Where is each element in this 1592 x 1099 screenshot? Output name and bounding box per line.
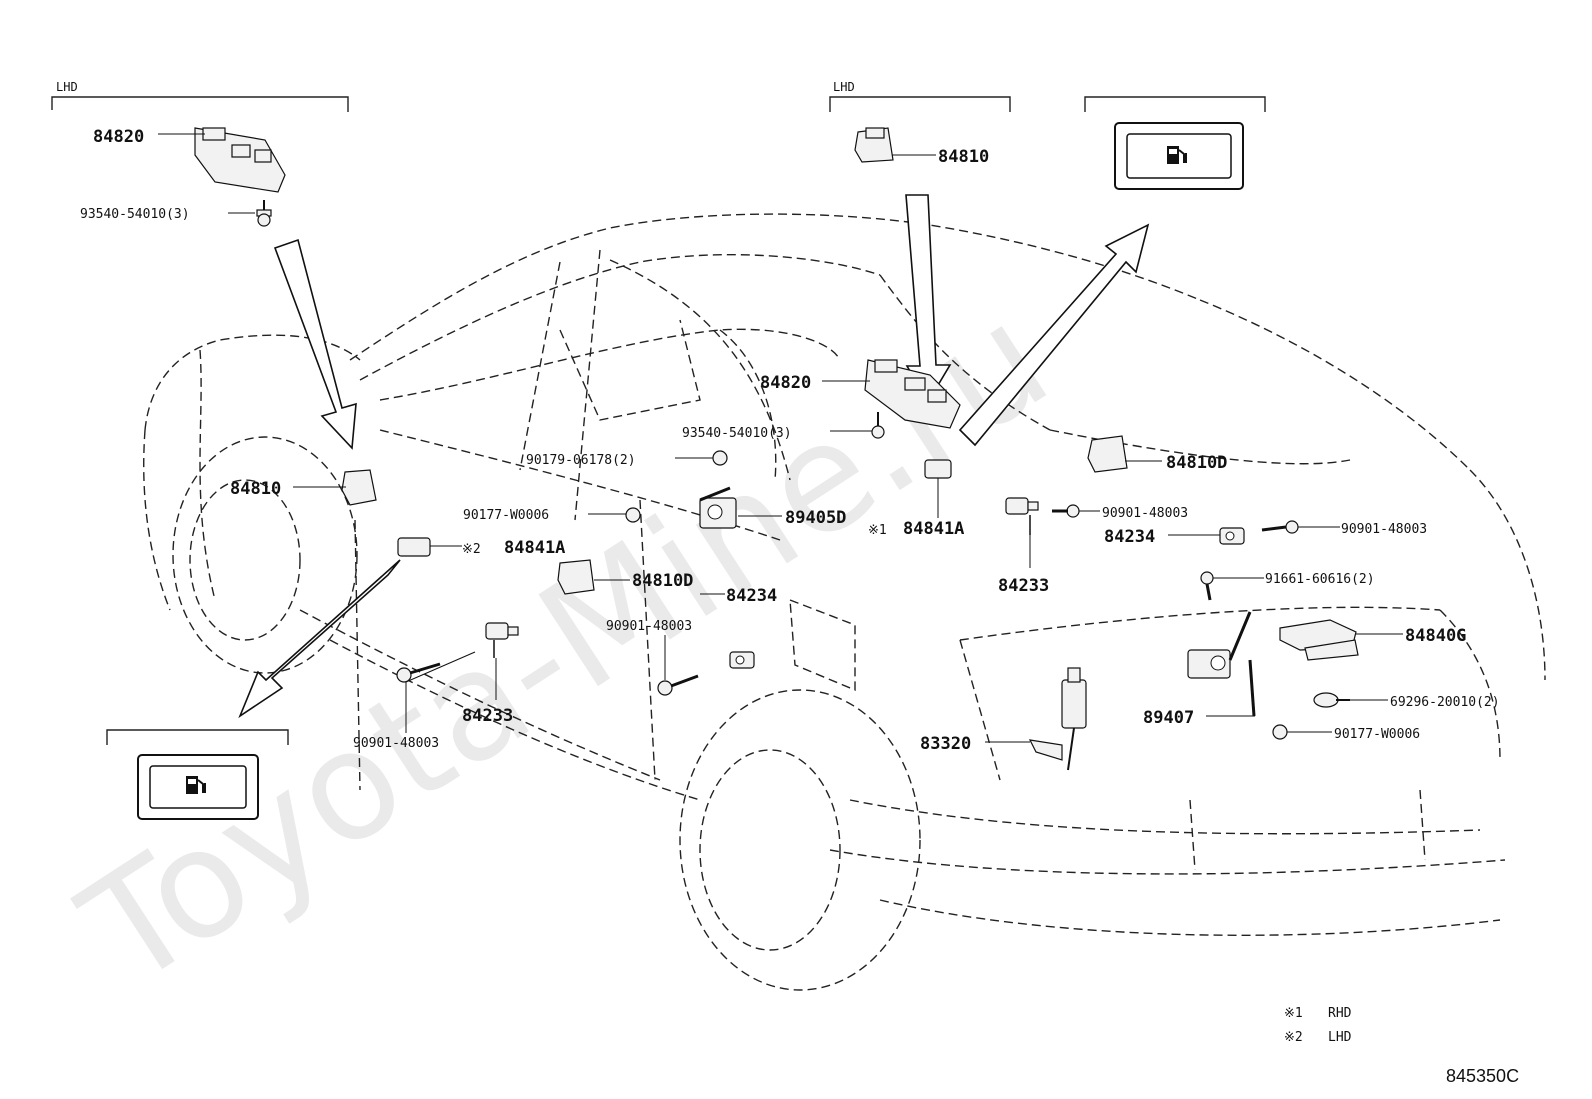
group-label-lhd-left: LHD: [56, 80, 78, 94]
legend: ※1 RHD ※2 LHD: [1284, 1006, 1352, 1045]
rear-switch-84840G: [1279, 619, 1359, 661]
window-master-switch-middle: [864, 359, 961, 429]
label-84810D-middle: 84810D: [632, 571, 693, 591]
height-control-sensor-front: [699, 486, 737, 529]
label-84810-right: 84810: [938, 147, 989, 167]
label-83320: 83320: [920, 734, 971, 754]
label-91661: 91661-60616(2): [1265, 572, 1375, 587]
label-84810-left: 84810: [230, 479, 281, 499]
group-bracket-lhd-left: LHD: [51, 80, 349, 112]
legend-mark-lhd: ※2: [1284, 1030, 1303, 1045]
door-courtesy-switch-right-2: [1219, 527, 1245, 545]
label-84820-top: 84820: [93, 127, 144, 147]
fuel-opener-switch-left: [397, 537, 431, 557]
fuel-pump-icon: [1167, 146, 1187, 164]
label-84841A-right: 84841A: [903, 519, 964, 539]
door-courtesy-switch-left: [485, 622, 519, 658]
group-label-lhd-right: LHD: [833, 80, 855, 94]
window-switch-left: [341, 469, 377, 506]
label-93540-middle: 93540-54010(3): [682, 426, 792, 441]
label-89407: 89407: [1143, 708, 1194, 728]
label-mark2-left: ※2: [462, 542, 481, 557]
legend-mark-rhd: ※1: [1284, 1006, 1303, 1021]
fuel-button-bottom-left: [137, 754, 259, 820]
group-bracket-fuel-bottom: [106, 729, 289, 745]
group-bracket-lhd-right: LHD: [829, 80, 1011, 112]
leader-lines: [158, 133, 1403, 743]
screw-right-1: [1052, 504, 1080, 518]
label-84233-left: 84233: [462, 706, 513, 726]
nut-90177-middle: [625, 507, 641, 523]
arrow-top-left: [273, 238, 357, 450]
label-84841A-left: 84841A: [504, 538, 565, 558]
label-84234-right: 84234: [1104, 527, 1155, 547]
label-84233-right: 84233: [998, 576, 1049, 596]
label-89405D: 89405D: [785, 508, 846, 528]
label-69296: 69296-20010(2): [1390, 695, 1500, 710]
label-mark1: ※1: [868, 523, 887, 538]
window-switch-middle: [557, 559, 595, 595]
door-courtesy-switch-middle: [729, 651, 755, 669]
fuel-opener-switch-right: [924, 459, 952, 479]
part-labels: 84820 93540-54010(3) 84810 ※2 84841A 909…: [80, 127, 1500, 754]
fuel-pump-icon: [186, 776, 206, 794]
screw-left: [396, 662, 441, 683]
label-93540-top: 93540-54010(3): [80, 207, 190, 222]
label-90901-right-2: 90901-48003: [1341, 522, 1427, 537]
clip-69296: [1313, 692, 1350, 708]
screw-middle: [657, 674, 699, 696]
bolt-91661: [1200, 571, 1214, 601]
label-84234-middle: 84234: [726, 586, 777, 606]
door-courtesy-switch-right: [1005, 497, 1039, 535]
label-90179: 90179-06178(2): [526, 453, 636, 468]
arrow-bottom-left: [238, 559, 401, 719]
label-90177-right: 90177-W0006: [1334, 727, 1420, 742]
fuel-button-top-right: [1114, 122, 1244, 190]
nut-90177-right: [1272, 724, 1288, 740]
label-84840G: 84840G: [1405, 626, 1466, 646]
figure-code: 845350C: [1446, 1066, 1519, 1086]
label-84810D-right: 84810D: [1166, 453, 1227, 473]
screw-mid-right: [871, 412, 885, 439]
arrow-top-right: [958, 223, 1150, 447]
label-90901-middle: 90901-48003: [606, 619, 692, 634]
label-84820-middle: 84820: [760, 373, 811, 393]
window-master-switch-top: [194, 127, 286, 193]
height-control-sensor-rear: [1187, 611, 1256, 717]
window-switch-top-right: [854, 127, 894, 163]
screw-right-2: [1261, 520, 1299, 534]
window-switch-right: [1087, 435, 1128, 473]
label-90901-right-1: 90901-48003: [1102, 506, 1188, 521]
group-bracket-fuel-top: [1084, 96, 1266, 112]
sensor-83320: [1028, 667, 1087, 771]
label-90177-middle: 90177-W0006: [463, 508, 549, 523]
nut-90179: [712, 450, 728, 466]
label-90901-left: 90901-48003: [353, 736, 439, 751]
legend-text-lhd: LHD: [1328, 1030, 1352, 1045]
screw-top: [256, 200, 272, 227]
legend-text-rhd: RHD: [1328, 1006, 1352, 1021]
